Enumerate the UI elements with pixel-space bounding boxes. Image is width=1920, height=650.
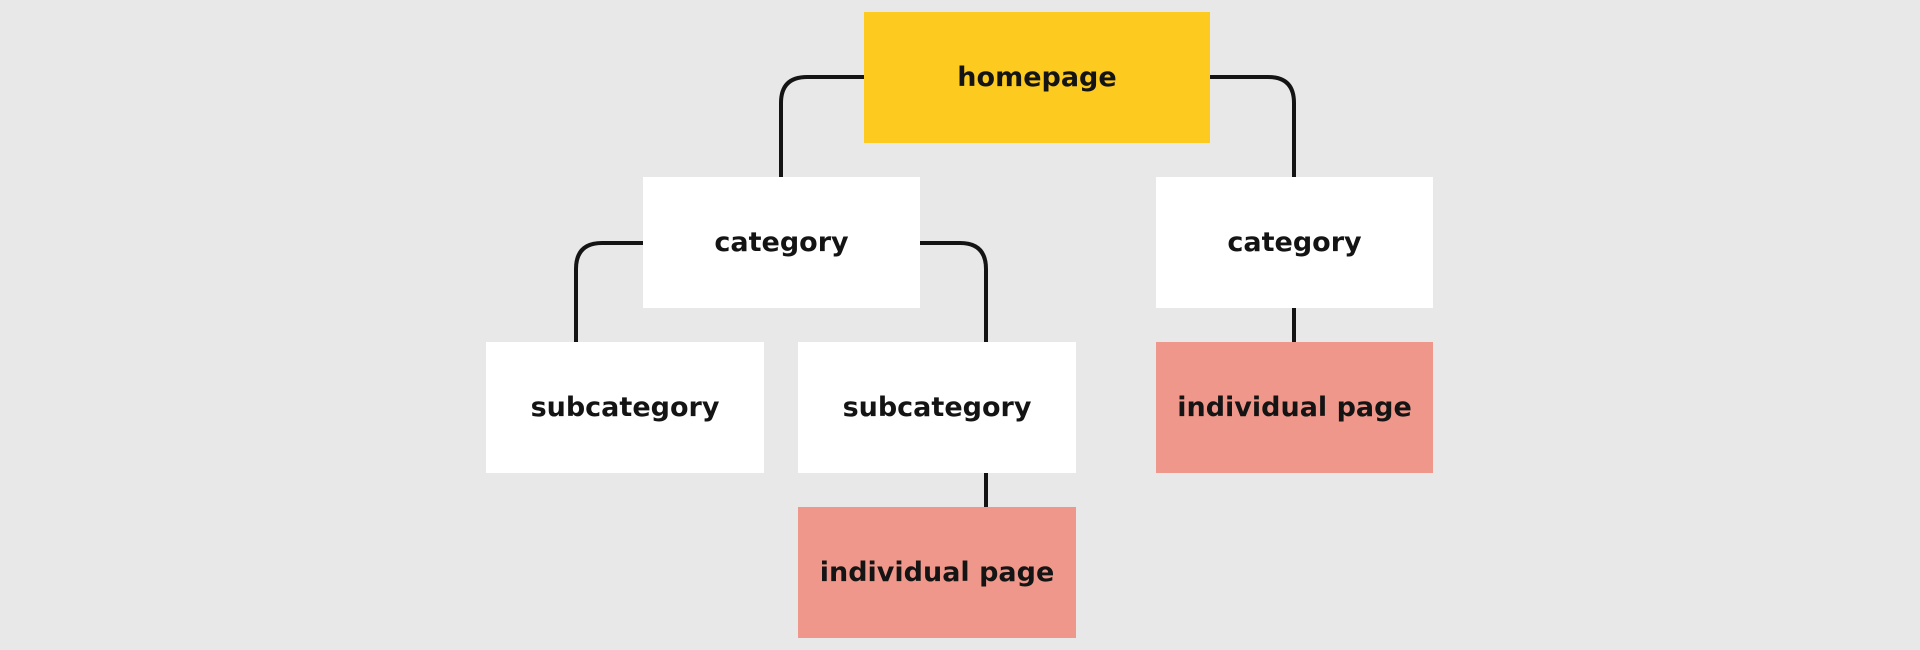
category-node-right: category: [1156, 177, 1433, 308]
connector-category-left-to-subcategory-left: [574, 241, 643, 342]
connector-homepage-to-category-right: [1210, 75, 1296, 177]
connector-homepage-to-category-left: [779, 75, 864, 177]
subcategory-node-left: subcategory: [486, 342, 764, 473]
individual-page-node-lower: individual page: [798, 507, 1076, 638]
subcategory-node-right: subcategory: [798, 342, 1076, 473]
subcategory-label: subcategory: [530, 392, 720, 423]
category-node-left: category: [643, 177, 920, 308]
category-label: category: [1227, 227, 1362, 258]
connector-category-left-to-subcategory-right: [920, 241, 988, 342]
homepage-node: homepage: [864, 12, 1210, 143]
homepage-label: homepage: [957, 62, 1117, 93]
subcategory-label: subcategory: [842, 392, 1032, 423]
category-label: category: [714, 227, 849, 258]
individual-page-label: individual page: [819, 557, 1055, 588]
individual-page-node-right: individual page: [1156, 342, 1433, 473]
individual-page-label: individual page: [1177, 392, 1412, 423]
